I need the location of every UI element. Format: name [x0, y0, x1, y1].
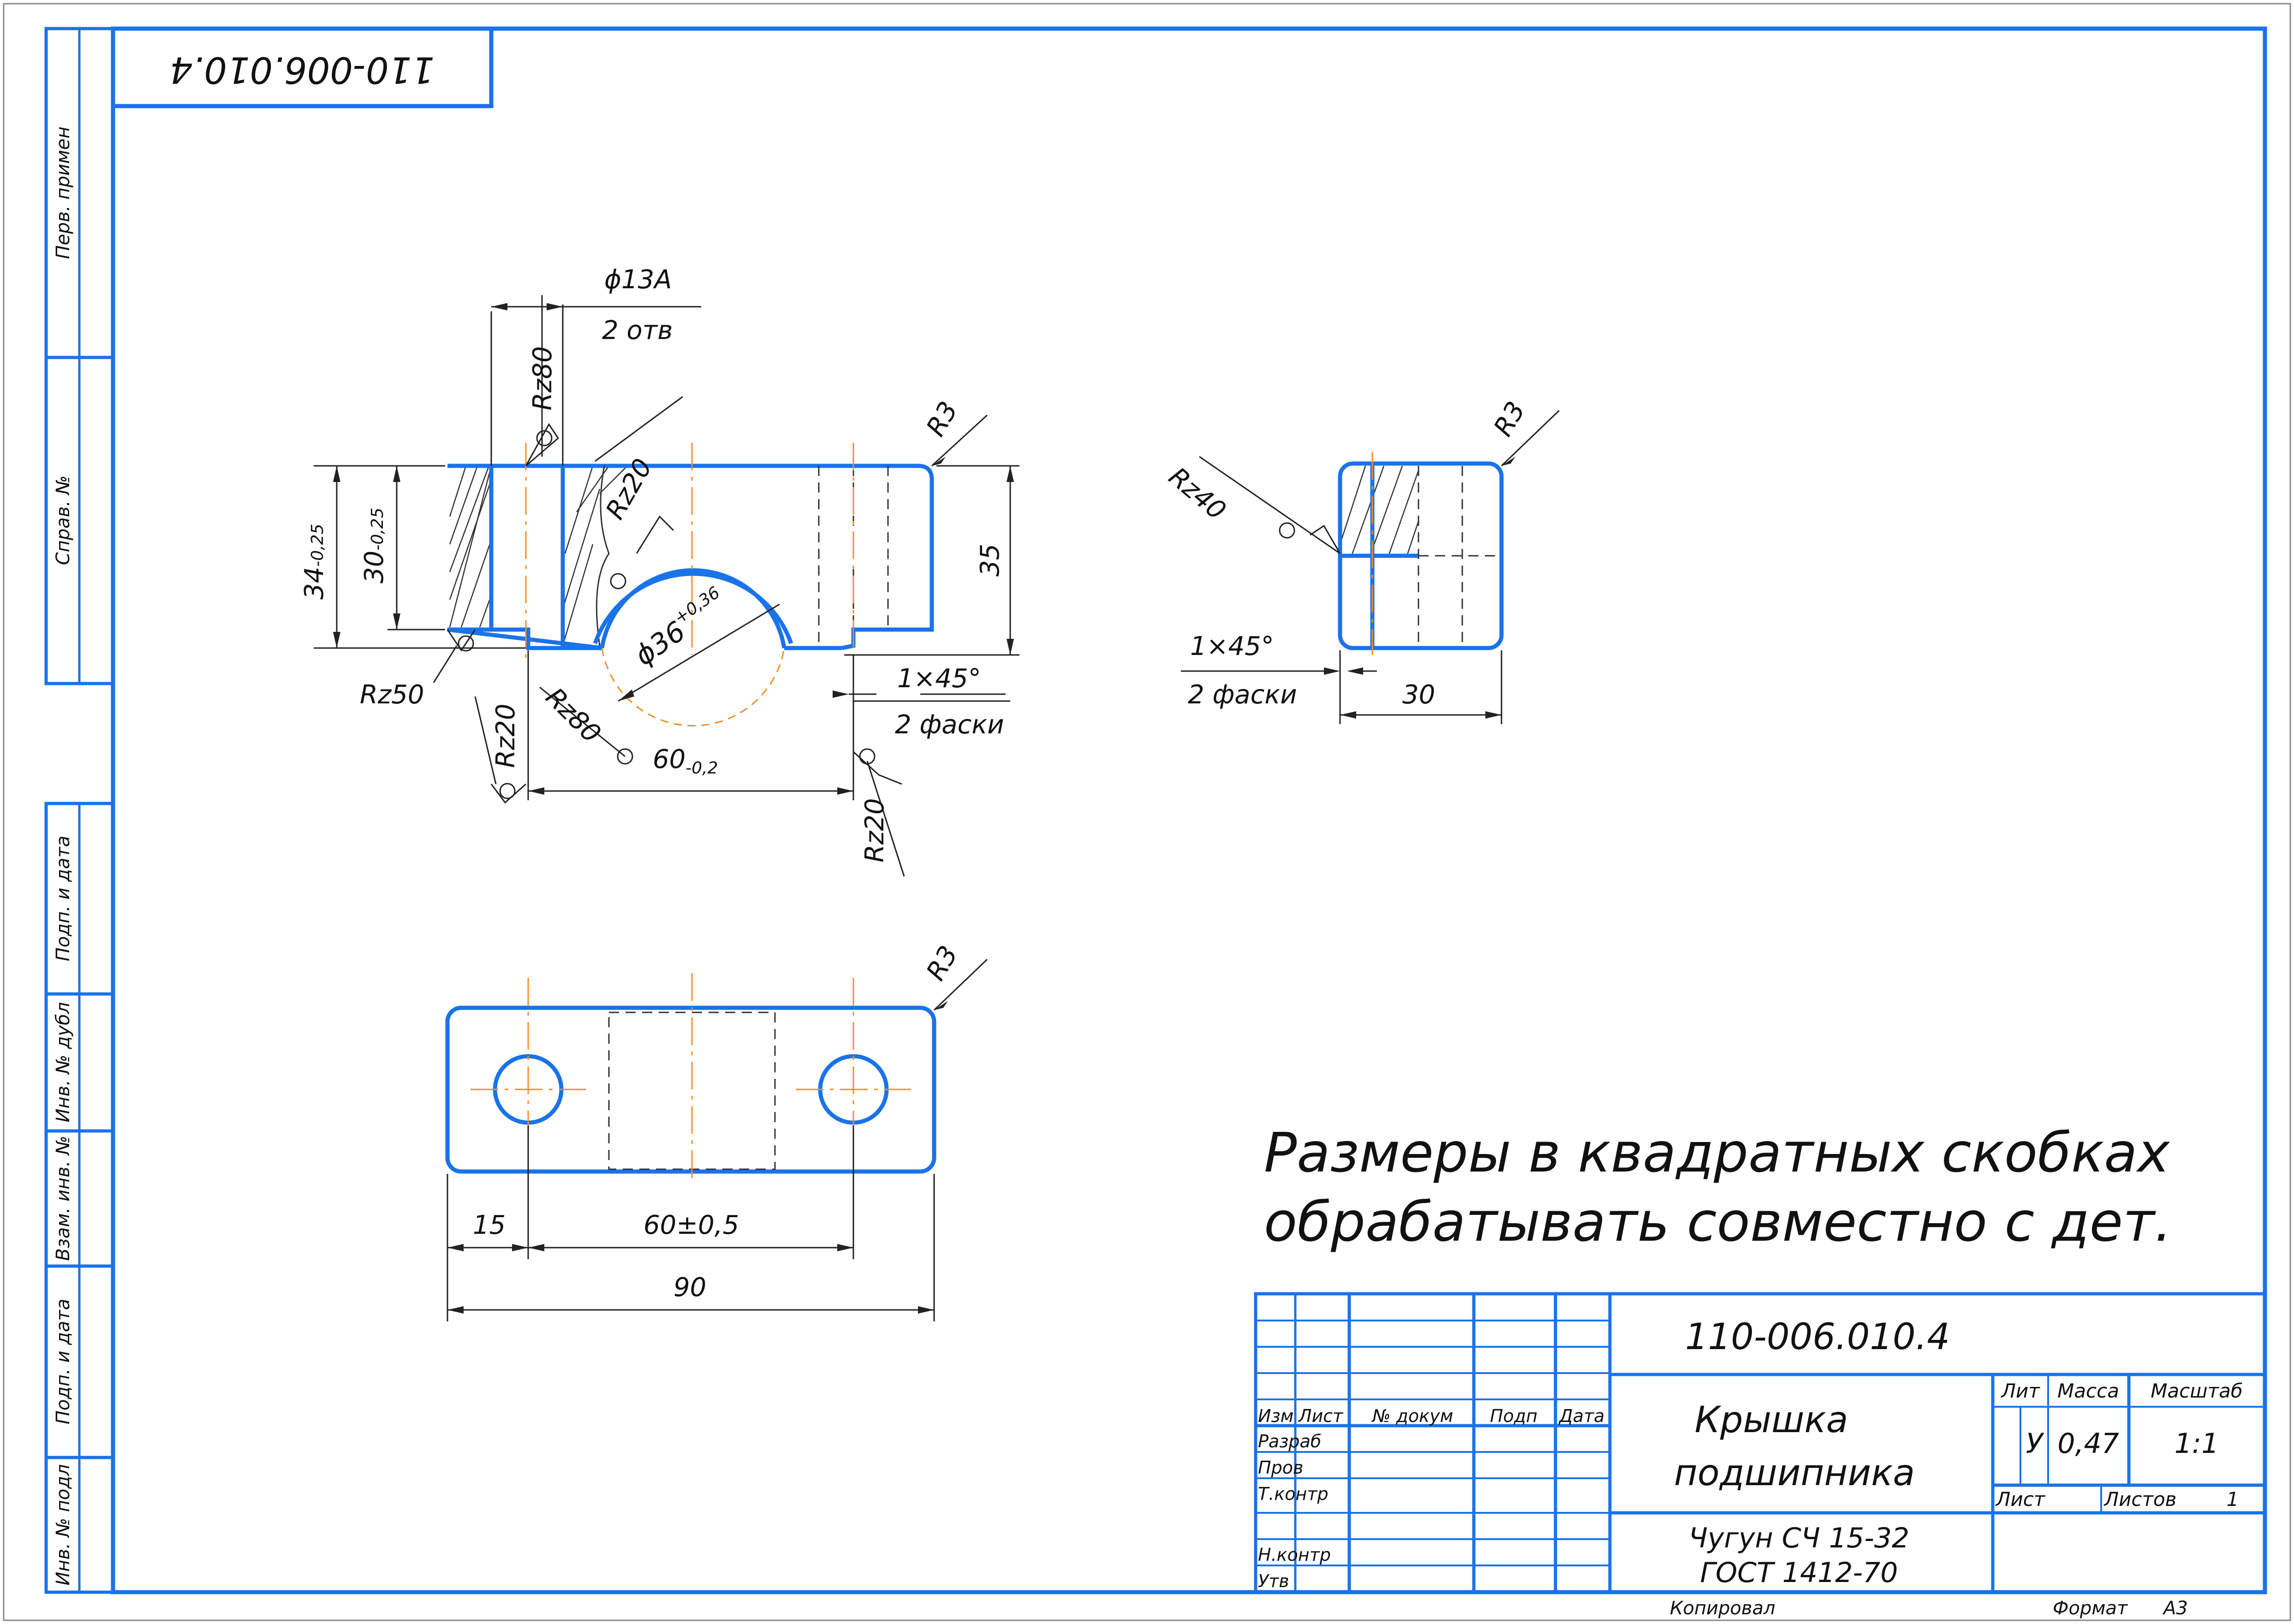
tb-col-izm: Изм [1258, 1406, 1293, 1426]
front-bore: ϕ36+0,36 [627, 583, 733, 672]
label-inv-podl: Инв. № подл [53, 1464, 74, 1585]
tb-col-dokum: № докум [1371, 1406, 1453, 1426]
tb-row-tkontr: Т.контр [1258, 1484, 1329, 1504]
label-podp-data-2: Подп. и дата [53, 1299, 74, 1424]
front-dim-34: 34-0,25 [299, 524, 329, 600]
side-strip-lower [44, 802, 115, 1594]
title-block: 110-006.010.4 Крышка подшипника Чугун СЧ… [1254, 1292, 2267, 1594]
side-hatch [1339, 465, 1419, 556]
top-arrows [447, 1001, 948, 1314]
front-r3: R3 [921, 397, 964, 441]
note-line-1: Размеры в квадратных скобках [1264, 1121, 2170, 1184]
tb-col-data: Дата [1558, 1406, 1604, 1426]
front-break-line [596, 465, 610, 646]
tb-name-1: Крышка [1695, 1399, 1848, 1441]
tb-row-razrab: Разраб [1258, 1431, 1321, 1451]
front-view: ϕ13А 2 отв Rz80 R3 Rz20 34-0,25 30-0,25 … [299, 265, 1019, 877]
front-hole-dia: ϕ13А [604, 265, 672, 295]
tb-row-prov: Пров [1258, 1457, 1303, 1478]
footer: Копировал Формат А3 [1670, 1598, 2188, 1619]
note-line-2: обрабатывать совместно с дет. [1264, 1190, 2172, 1254]
front-chamfer-count: 2 фаски [895, 710, 1004, 740]
label-inv-dubl: Инв. № дубл [53, 1002, 74, 1123]
front-arrows [333, 303, 1014, 795]
tb-masshtab-value: 1:1 [2175, 1428, 2219, 1460]
side-dim-30: 30 [1402, 680, 1435, 710]
tb-listov-label: Листов [2103, 1488, 2177, 1511]
front-bore-circle-dashed [601, 648, 785, 726]
tb-list-label: Лист [1995, 1488, 2046, 1511]
tb-masshtab-label: Масштаб [2151, 1380, 2243, 1402]
side-view: R3 Rz40 1×45° 2 фаски 30 [1163, 397, 1560, 724]
top-dim-90: 90 [673, 1273, 706, 1303]
label-perv-primen: Перв. примен [53, 126, 74, 259]
top-outline [445, 1005, 936, 1174]
front-dim-34-tol: -0,25 [308, 524, 327, 567]
front-rz20-right: Rz20 [860, 798, 890, 863]
side-arrows [1324, 457, 1515, 719]
front-hatch [449, 465, 628, 646]
title-block-grid [1254, 1292, 2267, 1594]
front-rz50: Rz50 [360, 680, 424, 710]
top-dim-15: 15 [473, 1210, 506, 1240]
tb-massa-label: Масса [2057, 1380, 2119, 1402]
side-dims [1181, 410, 1560, 724]
front-dim-30: 30-0,25 [359, 508, 389, 583]
top-view: R3 15 60±0,5 90 [445, 941, 988, 1321]
label-sprav-no: Справ. № [53, 476, 74, 565]
front-dim-35: 35 [975, 544, 1005, 577]
tb-col-list: Лист [1298, 1406, 1344, 1426]
front-rz80-top: Rz80 [528, 346, 558, 410]
front-dim-60: 60-0,2 [653, 744, 718, 778]
tb-row-nkontr: Н.контр [1258, 1545, 1331, 1565]
side-strip-labels: Перв. примен Справ. № Подп. и дата Инв. … [53, 126, 74, 1585]
front-rz80-bottom: Rz80 [540, 682, 607, 749]
tb-listov-value: 1 [2227, 1488, 2239, 1511]
footer-format-value: А3 [2162, 1598, 2188, 1619]
side-chamfer: 1×45° [1190, 631, 1274, 661]
tb-row-utv: Утв [1258, 1571, 1289, 1591]
top-stamp-text: 110-006.010.4 [170, 49, 435, 90]
tb-column-headers: Изм Лист № докум Подп Дата [1258, 1406, 1604, 1426]
footer-kopiroval: Копировал [1670, 1598, 1776, 1619]
front-dim-30-tol: -0,25 [368, 508, 387, 551]
front-dims [314, 304, 1019, 800]
label-podp-data-1: Подп. и дата [53, 836, 74, 961]
label-vzam-inv: Взам. инв. № [53, 1136, 74, 1261]
front-chamfer: 1×45° [897, 664, 981, 694]
footer-format-label: Формат [2053, 1598, 2128, 1619]
top-r3: R3 [921, 941, 964, 986]
front-roughness-marks [433, 295, 905, 877]
front-hole-count: 2 отв [602, 315, 673, 345]
top-stamp: 110-006.010.4 [111, 26, 494, 108]
tb-material-1: Чугун СЧ 15-32 [1689, 1522, 1909, 1554]
front-rz20-left: Rz20 [491, 703, 521, 768]
front-bore-arc-outer [593, 571, 793, 644]
tb-designation: 110-006.010.4 [1685, 1316, 1950, 1358]
front-bore-arc [600, 568, 787, 648]
tb-lit-label: Лит [2000, 1380, 2040, 1402]
top-dim-60: 60±0,5 [644, 1210, 739, 1240]
tb-massa-value: 0,47 [2057, 1428, 2119, 1460]
tb-col-podp: Подп [1490, 1406, 1537, 1426]
sheet-trim [3, 3, 2291, 1621]
tb-material-2: ГОСТ 1412-70 [1700, 1557, 1898, 1589]
front-bore-tol: +0,36 [671, 583, 723, 628]
tb-name-2: подшипника [1674, 1452, 1915, 1494]
side-strip-upper [44, 27, 115, 685]
side-chamfer-count: 2 фаски [1188, 680, 1297, 710]
tb-row-labels: Разраб Пров Т.контр Н.контр Утв [1258, 1431, 1331, 1591]
technical-note: Размеры в квадратных скобках обрабатыват… [1264, 1121, 2172, 1254]
front-dim-60-tol: -0,2 [685, 759, 718, 778]
tb-lit-value: У [2026, 1428, 2044, 1460]
side-r3: R3 [1488, 397, 1531, 441]
